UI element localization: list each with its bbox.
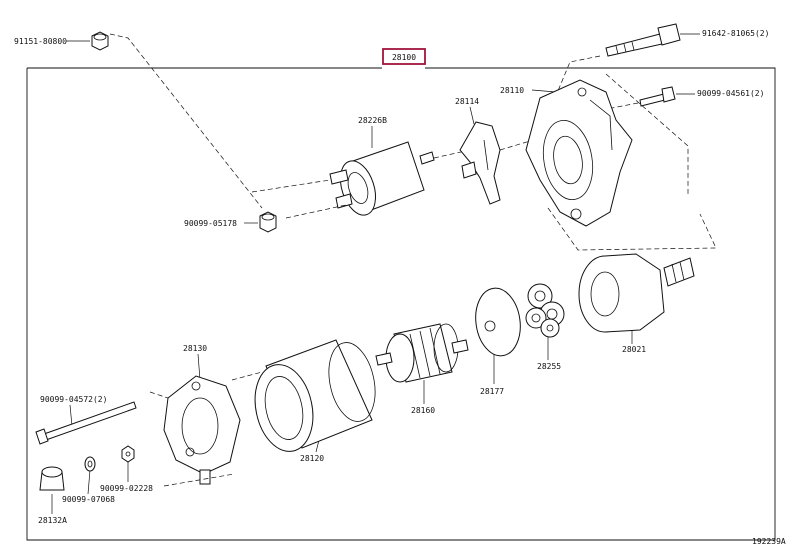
label-91151-80800[interactable]: 91151-80800 bbox=[14, 37, 67, 46]
nut-90099-05178 bbox=[259, 211, 277, 233]
label-28114[interactable]: 28114 bbox=[455, 97, 479, 106]
housing-28110 bbox=[525, 79, 633, 227]
nut-91151-80800 bbox=[91, 31, 109, 51]
assembly-label-box[interactable] bbox=[382, 48, 426, 65]
label-90099-04561[interactable]: 90099-04561(2) bbox=[697, 89, 764, 98]
label-28255[interactable]: 28255 bbox=[537, 362, 561, 371]
bolt-90099-04561 bbox=[639, 86, 676, 107]
label-28132a[interactable]: 28132A bbox=[38, 516, 67, 525]
assembly-label[interactable]: 28100 bbox=[392, 53, 416, 62]
armature-28160 bbox=[375, 323, 469, 383]
label-28130[interactable]: 28130 bbox=[183, 344, 207, 353]
assembly-frame bbox=[26, 67, 776, 541]
label-28226b[interactable]: 28226B bbox=[358, 116, 387, 125]
label-91642-81065[interactable]: 91642-81065(2) bbox=[702, 29, 769, 38]
label-28177[interactable]: 28177 bbox=[480, 387, 504, 396]
label-28110[interactable]: 28110 bbox=[500, 86, 524, 95]
lever-28114 bbox=[459, 121, 501, 205]
label-28120[interactable]: 28120 bbox=[300, 454, 324, 463]
solenoid-28226b bbox=[329, 141, 435, 216]
bolt-91642-81065 bbox=[605, 23, 681, 57]
washer-90099-07068 bbox=[84, 456, 96, 472]
label-90099-07068[interactable]: 90099-07068 bbox=[62, 495, 115, 504]
gears-28255 bbox=[525, 283, 565, 338]
bolt-90099-04572 bbox=[35, 401, 137, 445]
plate-28177 bbox=[475, 287, 521, 357]
label-90099-02228[interactable]: 90099-02228 bbox=[100, 484, 153, 493]
drive-28021 bbox=[578, 253, 695, 333]
cap-28132a bbox=[39, 466, 65, 491]
label-90099-05178[interactable]: 90099-05178 bbox=[184, 219, 237, 228]
end-frame-28130 bbox=[163, 375, 241, 485]
label-28021[interactable]: 28021 bbox=[622, 345, 646, 354]
diagram-id: 192239A bbox=[752, 537, 786, 546]
yoke-28120 bbox=[254, 339, 376, 452]
label-28160[interactable]: 28160 bbox=[411, 406, 435, 415]
nut-90099-02228 bbox=[121, 445, 135, 463]
label-90099-04572[interactable]: 90099-04572(2) bbox=[40, 395, 107, 404]
